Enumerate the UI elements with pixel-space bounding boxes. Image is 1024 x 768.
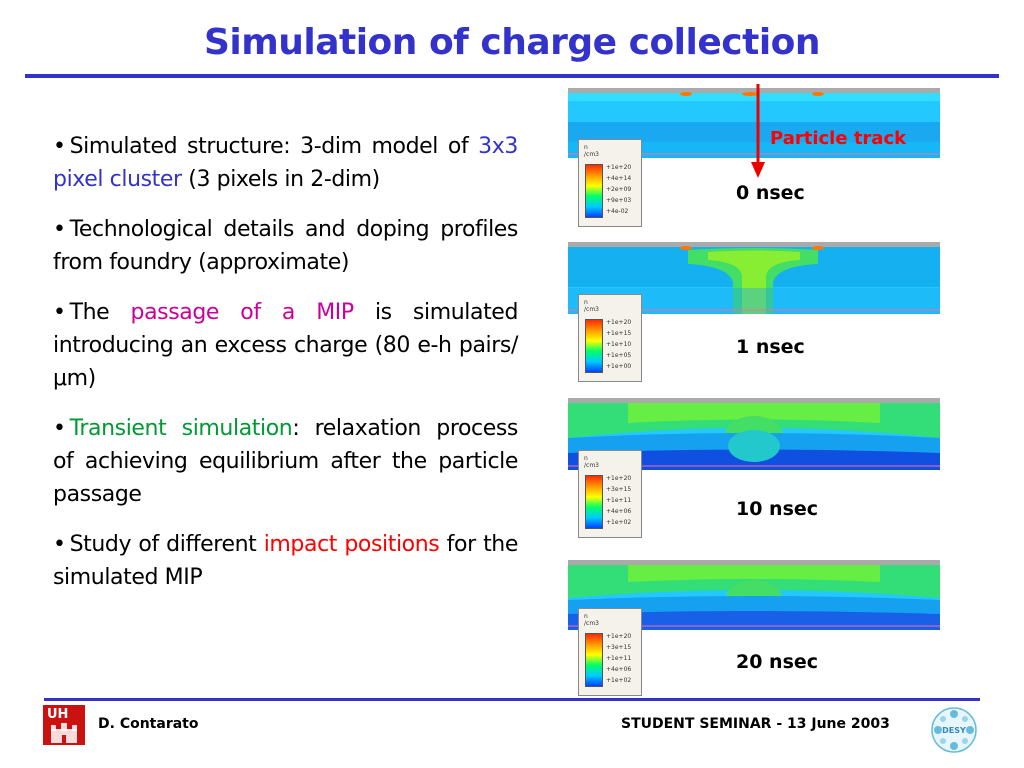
slide-title: Simulation of charge collection xyxy=(203,22,821,63)
bullet-highlight: 3x3 pixel cluster xyxy=(53,134,518,192)
legend-tick: +1e+02 xyxy=(606,519,632,526)
legend-tick: +1e+05 xyxy=(606,352,632,359)
legend-tick: +1e+10 xyxy=(606,341,632,348)
legend-unit: n /cm3 xyxy=(584,144,599,158)
bullet-text: is simulated introducing an excess charg… xyxy=(53,300,519,391)
bullet-text: (3 pixels in 2-dim) xyxy=(181,167,380,192)
colorbar-legend: n /cm3 +1e+20 +3e+15 +1e+11 +4e+06 +1e+0… xyxy=(578,450,642,538)
colorbar-legend: n /cm3 +1e+20 +4e+14 +2e+09 +9e+03 +4e-0… xyxy=(578,139,642,227)
legend-tick: +2e+09 xyxy=(606,186,632,193)
colorbar xyxy=(585,633,603,687)
legend-tick: +4e+06 xyxy=(606,666,632,673)
footer-event: STUDENT SEMINAR - 13 June 2003 xyxy=(621,716,890,732)
bullet-text: Technological details and doping profile… xyxy=(53,217,518,275)
legend-unit: n /cm3 xyxy=(584,455,599,469)
logo-text: UH xyxy=(47,707,69,722)
simulation-plot-20nsec xyxy=(568,560,940,630)
bullet-item: •Technological details and doping profil… xyxy=(53,213,518,279)
legend-unit: n /cm3 xyxy=(584,613,599,627)
legend-tick: +1e+11 xyxy=(606,497,632,504)
bullet-text: Study of different xyxy=(69,532,264,557)
bullet-list: •Simulated structure: 3-dim model of 3x3… xyxy=(53,130,518,611)
legend-ticks: +1e+20 +3e+15 +1e+11 +4e+06 +1e+02 xyxy=(606,473,631,528)
castle-icon xyxy=(51,723,77,743)
legend-tick: +9e+03 xyxy=(606,197,632,204)
time-label: 1 nsec xyxy=(736,336,805,358)
legend-tick: +1e+20 xyxy=(606,319,632,326)
bullet-dot: • xyxy=(53,134,66,159)
time-label: 0 nsec xyxy=(736,182,805,204)
bullet-dot: • xyxy=(53,217,66,242)
footer-divider xyxy=(44,698,980,701)
bullet-text: The xyxy=(69,300,131,325)
legend-ticks: +1e+20 +4e+14 +2e+09 +9e+03 +4e-02 xyxy=(606,162,631,217)
legend-tick: +3e+15 xyxy=(606,644,632,651)
bullet-text: Simulated structure: 3-dim model of xyxy=(69,134,479,159)
university-logo: UH xyxy=(43,705,85,745)
bullet-highlight: Transient simulation xyxy=(69,416,293,441)
time-label: 10 nsec xyxy=(736,498,819,520)
legend-tick: +4e+06 xyxy=(606,508,632,515)
legend-tick: +1e+11 xyxy=(606,655,632,662)
bullet-dot: • xyxy=(53,532,66,557)
bullet-dot: • xyxy=(53,300,66,325)
legend-tick: +1e+20 xyxy=(606,633,632,640)
bullet-text: for the simulated MIP xyxy=(53,532,518,590)
desy-logo: DESY xyxy=(930,706,978,754)
particle-track-label: Particle track xyxy=(770,128,907,149)
colorbar-legend: n /cm3 +1e+20 +3e+15 +1e+11 +4e+06 +1e+0… xyxy=(578,608,642,696)
bullet-item: •The passage of a MIP is simulated intro… xyxy=(53,296,518,395)
legend-tick: +3e+15 xyxy=(606,486,632,493)
legend-unit: n /cm3 xyxy=(584,299,599,313)
colorbar xyxy=(585,164,603,218)
bullet-item: •Study of different impact positions for… xyxy=(53,528,518,594)
bullet-item: •Transient simulation: relaxation proces… xyxy=(53,412,518,511)
legend-tick: +4e+14 xyxy=(606,175,632,182)
colorbar-legend: n /cm3 +1e+20 +1e+15 +1e+10 +1e+05 +1e+0… xyxy=(578,294,642,382)
bullet-text: : relaxation process of achieving equili… xyxy=(53,416,518,507)
legend-tick: +1e+00 xyxy=(606,363,632,370)
bullet-highlight: impact positions xyxy=(263,532,440,557)
bullet-item: •Simulated structure: 3-dim model of 3x3… xyxy=(53,130,518,196)
legend-ticks: +1e+20 +3e+15 +1e+11 +4e+06 +1e+02 xyxy=(606,631,631,686)
time-label: 20 nsec xyxy=(736,651,819,673)
title-divider xyxy=(25,74,999,78)
colorbar xyxy=(585,319,603,373)
legend-tick: +4e-02 xyxy=(606,208,629,215)
legend-tick: +1e+02 xyxy=(606,677,632,684)
legend-ticks: +1e+20 +1e+15 +1e+10 +1e+05 +1e+00 xyxy=(606,317,631,372)
footer-author: D. Contarato xyxy=(98,716,199,732)
legend-tick: +1e+20 xyxy=(606,475,632,482)
legend-tick: +1e+20 xyxy=(606,164,632,171)
bullet-highlight: passage of a MIP xyxy=(130,300,355,325)
legend-tick: +1e+15 xyxy=(606,330,632,337)
colorbar xyxy=(585,475,603,529)
simulation-plot-0nsec xyxy=(568,88,940,158)
particle-track-arrow xyxy=(751,84,765,178)
bullet-dot: • xyxy=(53,416,66,441)
desy-logo-text: DESY xyxy=(942,726,966,735)
